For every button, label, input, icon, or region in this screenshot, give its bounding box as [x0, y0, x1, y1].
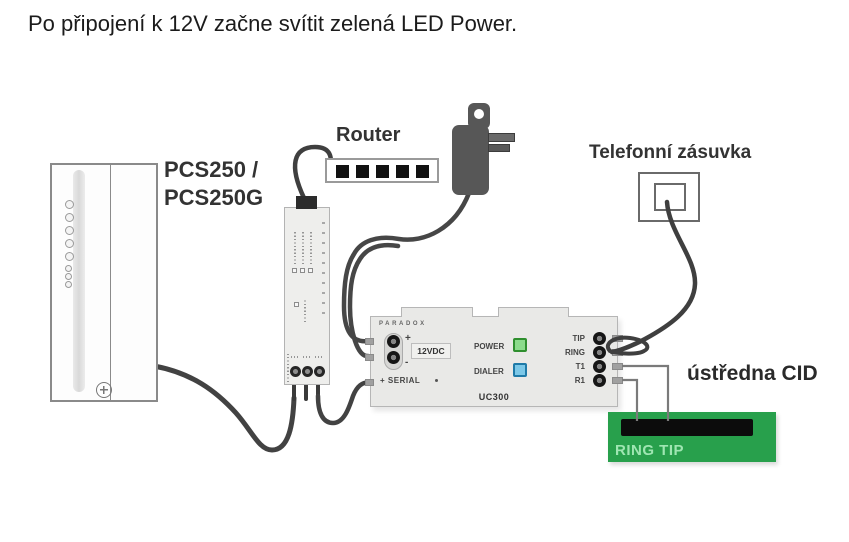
adapter-body: [452, 125, 489, 195]
uc300-device: PARADOX + - 12VDC POWER DIALER + SERIAL …: [365, 307, 623, 407]
router-port: [356, 165, 369, 178]
ring-tip-label: RING TIP: [615, 442, 685, 459]
terminal-screw: [290, 366, 301, 377]
router-port: [416, 165, 429, 178]
uc300-mount-tab: [401, 307, 473, 317]
caption-text: Po připojení k 12V začne svítit zelená L…: [28, 11, 518, 36]
panel-led: [65, 239, 74, 248]
r1-terminal: [593, 374, 606, 387]
module-led: [294, 302, 299, 307]
ring-terminal: [593, 346, 606, 359]
terminal-screw: [314, 366, 325, 377]
panel-led: [65, 213, 74, 222]
panel-antenna-stripe: [73, 170, 85, 392]
power-adapter: [450, 100, 516, 200]
vdc-terminal-minus: [387, 351, 400, 364]
router-port: [376, 165, 389, 178]
adapter-prong: [488, 133, 515, 142]
edge-nub: [612, 335, 623, 342]
router-label: Router: [336, 124, 401, 146]
panel-led: [65, 252, 74, 261]
panel-led-column: [65, 200, 74, 289]
paradox-logo: PARADOX: [379, 321, 427, 327]
serial-dot: [435, 379, 438, 382]
module-microtext: [291, 356, 300, 358]
module-microtext: [302, 232, 304, 264]
edge-nub: [612, 377, 623, 384]
module-microtext: [287, 354, 289, 382]
cid-board-connector: [621, 419, 753, 436]
terminal-screw: [302, 366, 313, 377]
plus-sign: +: [405, 333, 411, 344]
serial-wire: [315, 379, 374, 426]
module-microtext: [303, 356, 312, 358]
module-led: [308, 268, 313, 273]
pcs250-label-line2: PCS250G: [164, 185, 264, 210]
edge-nub: [612, 363, 623, 370]
uc300-model-label: UC300: [478, 392, 510, 402]
pin-header-ticks: [322, 218, 325, 314]
ethernet-connector: [296, 196, 317, 209]
panel-led: [65, 273, 72, 280]
router-port: [396, 165, 409, 178]
module-led: [300, 268, 305, 273]
tip-terminal: [593, 332, 606, 345]
ring-label: RING: [565, 348, 585, 357]
module-microtext: [294, 232, 296, 264]
panel-led: [65, 200, 74, 209]
pcs250-label: PCS250 / PCS250G: [164, 156, 263, 212]
alarm-panel: [50, 163, 158, 402]
t1-terminal: [593, 360, 606, 373]
edge-nub: [365, 379, 374, 386]
vdc-label: 12VDC: [411, 343, 451, 359]
panel-led: [65, 265, 72, 272]
module-microtext: [310, 232, 312, 264]
minus-sign: -: [405, 357, 409, 368]
edge-nub: [365, 354, 374, 361]
phone-socket-label: Telefonní zásuvka: [589, 142, 752, 163]
dialer-led-label: DIALER: [474, 367, 504, 376]
converter-module: [284, 196, 330, 385]
panel-led: [65, 281, 72, 288]
edge-nub: [365, 338, 374, 345]
power-led-label: POWER: [474, 342, 505, 351]
phone-socket: [638, 172, 700, 222]
serial-label: + SERIAL: [380, 376, 421, 385]
screw-icon: [96, 382, 112, 398]
module-microtext: [315, 356, 324, 358]
phone-socket-jack: [654, 183, 686, 211]
r1-label: R1: [574, 376, 585, 385]
module-led: [292, 268, 297, 273]
panel-led: [65, 226, 74, 235]
power-led: [513, 338, 527, 352]
panel-divider-line: [110, 165, 111, 400]
t1-label: T1: [575, 362, 585, 371]
pcs250-label-line1: PCS250 /: [164, 157, 259, 182]
dialer-led: [513, 363, 527, 377]
uc300-mount-tab: [498, 307, 569, 317]
cid-board: RING TIP: [608, 412, 776, 462]
adapter-hole: [474, 109, 484, 119]
edge-nub: [612, 349, 623, 356]
tip-label: TIP: [572, 334, 585, 343]
router-port: [336, 165, 349, 178]
phone-cable: [609, 199, 698, 355]
cid-label: ústředna CID: [687, 362, 818, 385]
router: [325, 158, 439, 183]
vdc-terminal-plus: [387, 335, 400, 348]
module-microtext: [304, 298, 306, 322]
adapter-prong: [488, 144, 510, 152]
panel-cable: [151, 363, 297, 453]
